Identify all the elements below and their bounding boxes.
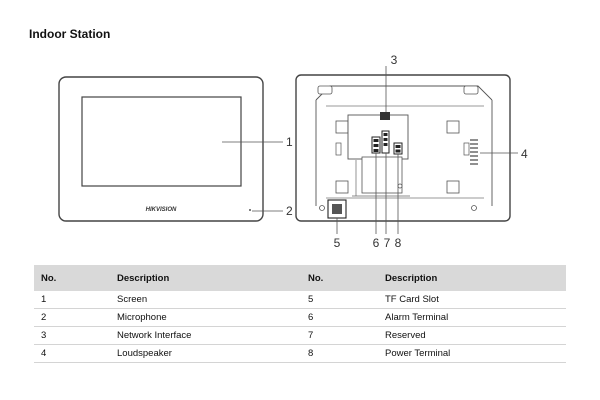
table-header-row: No. Description No. Description (34, 265, 566, 291)
section-title: Indoor Station (29, 27, 111, 41)
rear-view: 3 4 5 6 7 8 (295, 53, 528, 250)
header-description-right: Description (378, 265, 566, 291)
table-cell: Network Interface (110, 326, 301, 345)
header-description-left: Description (110, 265, 301, 291)
table-cell: Power Terminal (378, 344, 566, 363)
screw-hole (319, 205, 325, 211)
callout-3: 3 (391, 53, 398, 67)
front-view: HIKVISION 1 2 (58, 76, 293, 222)
callout-7: 7 (384, 236, 391, 250)
table-row: 3 Network Interface 7 Reserved (34, 326, 566, 345)
mount-pad (446, 180, 460, 194)
parts-table: No. Description No. Description 1 Screen… (34, 265, 566, 363)
table-cell: 6 (301, 308, 378, 327)
mount-pad (335, 180, 349, 194)
table-cell: 8 (301, 344, 378, 363)
table-cell: 1 (34, 291, 110, 309)
brand-logo: HIKVISION (146, 207, 177, 213)
bracket-bump (463, 85, 479, 95)
table-cell: 3 (34, 326, 110, 345)
mount-pad (446, 120, 460, 134)
reserved-terminal (381, 130, 390, 154)
screen (81, 96, 242, 187)
table-cell: 5 (301, 291, 378, 309)
table-cell: Loudspeaker (110, 344, 301, 363)
callout-1: 1 (286, 135, 293, 149)
bracket-bump (317, 85, 333, 95)
mount-pad (335, 120, 349, 134)
table-cell: Microphone (110, 308, 301, 327)
network-interface-port (380, 112, 390, 120)
table-row: 4 Loudspeaker 8 Power Terminal (34, 344, 566, 363)
table-row: 1 Screen 5 TF Card Slot (34, 291, 566, 309)
callout-5: 5 (334, 236, 341, 250)
header-no-right: No. (301, 265, 378, 291)
callout-6: 6 (373, 236, 380, 250)
table-cell: 7 (301, 326, 378, 345)
callout-4: 4 (521, 147, 528, 161)
table-cell: 2 (34, 308, 110, 327)
device-diagram: HIKVISION 1 2 (58, 53, 528, 250)
loudspeaker-grille (470, 139, 478, 165)
screw-hole (471, 205, 477, 211)
callout-8: 8 (395, 236, 402, 250)
header-no-left: No. (34, 265, 110, 291)
table-row: 2 Microphone 6 Alarm Terminal (34, 308, 566, 327)
table-cell: Screen (110, 291, 301, 309)
table-cell: Reserved (378, 326, 566, 345)
table-cell: TF Card Slot (378, 291, 566, 309)
table-cell: 4 (34, 344, 110, 363)
callout-2: 2 (286, 204, 293, 218)
microphone-hole (249, 209, 251, 211)
table-cell: Alarm Terminal (378, 308, 566, 327)
